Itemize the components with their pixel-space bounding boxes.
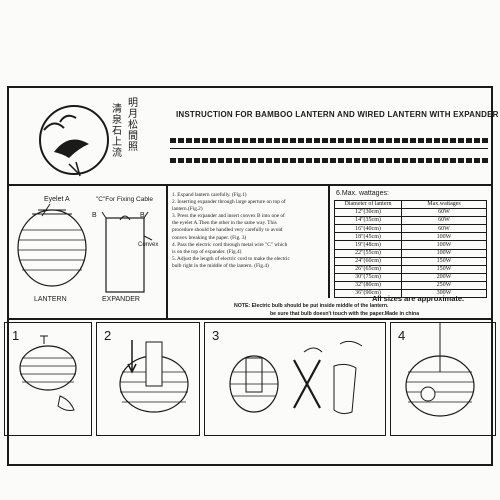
wattage-heading: 6.Max. wattages: [336, 190, 389, 197]
hand-icon [57, 395, 75, 411]
calligraphy-left: 清泉石上流 [112, 104, 122, 159]
arrow-down-icon [127, 340, 137, 374]
instruction-line: the eyelet A.Then the other in the same … [172, 220, 277, 227]
step1-lantern [19, 335, 77, 411]
table-row: 32"(80cm)250W [334, 280, 487, 291]
convex-label: Convex [138, 242, 159, 248]
table-row: 18"(45cm)100W [334, 232, 487, 242]
instruction-line: 1. Expand lantern carefully. (Fig.1) [172, 192, 247, 198]
instruction-line: is on the top of expander. (Fig.4) [172, 248, 242, 255]
lantern-label: LANTERN [34, 296, 67, 303]
c-wire-label: "C"For Fixing Cable [96, 196, 153, 203]
steps-divider [7, 318, 493, 320]
branch-icon [68, 161, 81, 177]
wrong-mark-icon [293, 359, 321, 409]
instruction-sheet-frame [7, 86, 493, 466]
table-row: 30"(75cm)200W [334, 272, 487, 282]
hand-icon [339, 340, 363, 347]
table-row: 22"(55cm)100W [334, 248, 487, 258]
b-right-label: B [140, 212, 145, 219]
lantern-top-ring [32, 209, 72, 215]
table-row: 36"(90cm)300W [334, 289, 487, 299]
instruction-line: 3. Press the expander and insert convex … [172, 213, 285, 220]
step-illustrations [19, 322, 475, 417]
instruction-line: lantern.(Fig.2) [172, 206, 203, 213]
expander-prongs [101, 211, 149, 219]
dashed-rule-1 [170, 138, 488, 143]
step-number: 2 [104, 328, 112, 343]
emblem-graphic [39, 105, 109, 177]
step-box-4 [390, 322, 496, 436]
step-number: 3 [212, 328, 220, 343]
table-row: 26"(65cm)150W [334, 264, 487, 274]
table-row: 12"(30cm)60W [334, 208, 487, 218]
calligraphy-right: 明月松間照 [128, 98, 138, 153]
step-box-3 [204, 322, 386, 436]
table-header-row: Diameter of lantern Max.wattages [334, 199, 487, 210]
header-divider [7, 184, 493, 186]
instructions-list: 1. Expand lantern carefully. (Fig.1) 2. … [172, 192, 320, 270]
table-row: 14"(35cm)60W [334, 216, 487, 226]
note-line-2: be sure that bulb doesn't touch with the… [270, 311, 420, 317]
step3-lantern [229, 340, 363, 415]
step-box-2 [96, 322, 200, 436]
wattage-table: Diameter of lantern Max.wattages 12"(30c… [334, 199, 487, 299]
eyelet-label: Eyelet A [44, 196, 70, 203]
convex-pointer [143, 235, 153, 241]
eyelet-pointer [41, 203, 51, 217]
lantern-ribs [18, 229, 86, 271]
page-title: INSTRUCTION FOR BAMBOO LANTERN AND WIRED… [176, 110, 499, 119]
lantern-expander-diagram [17, 203, 153, 293]
step2-lantern [119, 340, 189, 413]
thin-rule [170, 148, 488, 149]
step-box-1 [4, 322, 92, 436]
leaf-icon [43, 114, 77, 131]
instruction-line: convex breaking the paper. (Fig. 3) [172, 234, 247, 241]
text-column-divider [166, 186, 168, 318]
bulb-icon [420, 386, 436, 402]
step-number: 1 [12, 328, 20, 343]
note-line-1: NOTE: Electric bulb should be put inside… [234, 303, 389, 309]
step-number: 4 [398, 328, 406, 343]
paper-icon [333, 363, 357, 415]
instruction-line: 5. Adjust the length of electric cord to… [172, 255, 290, 262]
table-row: 24"(60cm)150W [334, 256, 487, 266]
expander-label: EXPANDER [102, 296, 140, 303]
dashed-rule-2 [170, 158, 488, 163]
b-left-label: B [92, 212, 97, 219]
bird-icon [54, 139, 89, 158]
step4-lantern [405, 322, 475, 417]
instruction-line: bulb right in the middle of the lantern.… [172, 262, 269, 269]
instruction-line: 4. Pass the electric cord through metal … [172, 241, 288, 248]
instruction-line: procedure should be handled very careful… [172, 227, 283, 234]
bulb-note: NOTE: Electric bulb should be put inside… [234, 302, 419, 318]
c-wire-icon [119, 215, 131, 221]
table-row: 19"(48cm)100W [334, 240, 487, 250]
table-row: 16"(40cm)60W [334, 224, 487, 234]
lantern-body [17, 209, 87, 287]
emblem-circle [39, 105, 109, 175]
instruction-line: 2. Inserting expander through large aper… [172, 199, 286, 206]
approx-note: All sizes are approximate. [372, 294, 465, 303]
table-column-divider [328, 186, 330, 298]
expander-frame [105, 217, 145, 293]
table-header-diameter: Diameter of lantern [334, 199, 402, 210]
table-header-wattage: Max.wattages [401, 199, 487, 210]
